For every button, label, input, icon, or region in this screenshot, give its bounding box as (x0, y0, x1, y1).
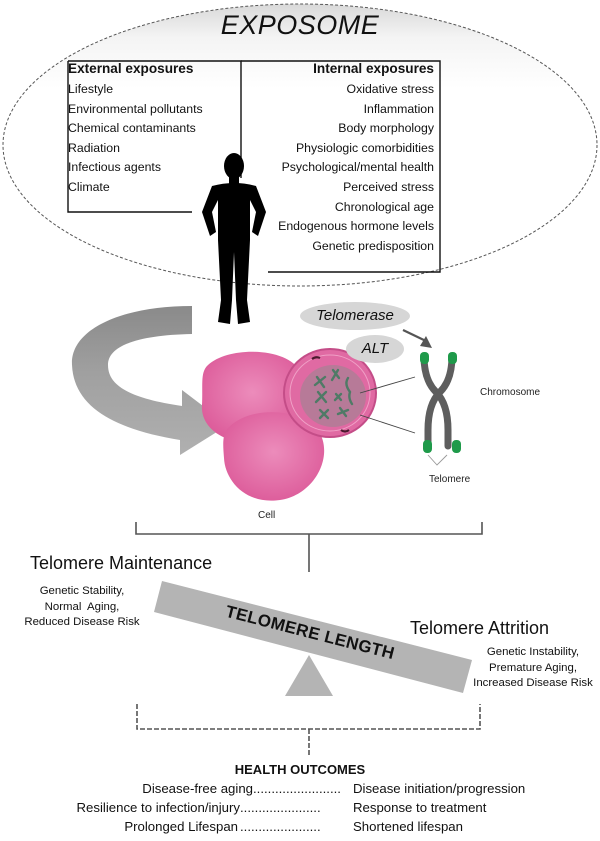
attrition-effect: Increased Disease Risk (473, 677, 593, 690)
telomere-cap (423, 440, 432, 453)
outcome-positive: Prolonged Lifespan (124, 819, 238, 834)
outcome-negative: Shortened lifespan (353, 819, 463, 834)
outcome-negative: Disease initiation/progression (353, 781, 526, 796)
exposome-title: EXPOSOME (220, 10, 380, 40)
telomere-cap (452, 440, 461, 453)
top-bracket (135, 522, 483, 572)
seesaw (154, 581, 472, 696)
exposome-ellipse (2, 3, 598, 287)
internal-exposures-heading: Internal exposures (313, 61, 434, 76)
internal-item: Body morphology (338, 121, 434, 136)
chromosome-illustration (420, 352, 461, 466)
curved-arrow (71, 306, 228, 455)
internal-exposures-list: Internal exposures Oxidative stress Infl… (252, 60, 434, 256)
internal-item: Physiologic comorbidities (295, 140, 434, 155)
telomerase-arrow (402, 329, 432, 348)
outcome-leader-dots: ...................... (240, 819, 321, 834)
telomere-cap (420, 352, 429, 364)
telomere-label: Telomere (429, 474, 471, 485)
health-outcomes-title: HEALTH OUTCOMES (234, 762, 366, 777)
maintenance-effect: Normal Aging, (44, 600, 120, 613)
seesaw-beam (154, 581, 472, 693)
internal-item: Genetic predisposition (312, 238, 434, 253)
internal-item: Endogenous hormone levels (278, 219, 434, 234)
alt-pill: ALT (346, 335, 404, 363)
outcome-leader-dots: ........................ (253, 781, 341, 796)
attrition-effect: Genetic Instability, (486, 646, 580, 658)
telomere-maintenance-title: Telomere Maintenance (30, 553, 213, 573)
external-item: Infectious agents (68, 160, 161, 175)
chromosome-label: Chromosome (480, 387, 541, 398)
person-silhouette (202, 153, 266, 324)
outcome-leader-dots: ...................... (240, 800, 321, 815)
maintenance-effect: Reduced Disease Risk (24, 616, 140, 629)
outcome-positive: Disease-free aging (142, 781, 253, 796)
internal-item: Psychological/mental health (281, 160, 434, 175)
external-item: Chemical contaminants (68, 121, 196, 136)
outcome-positive: Resilience to infection/injury (76, 800, 240, 815)
external-item: Climate (68, 179, 110, 194)
internal-item: Perceived stress (343, 179, 434, 194)
outcome-negative: Response to treatment (353, 800, 487, 815)
internal-item: Inflammation (363, 101, 434, 116)
external-item: Environmental pollutants (68, 101, 203, 116)
external-item: Lifestyle (68, 82, 114, 96)
external-exposures-list: External exposures Lifestyle Environment… (68, 60, 236, 198)
telomerase-pill: Telomerase (300, 302, 410, 330)
attrition-effect: Premature Aging, (488, 661, 577, 674)
cell-label: Cell (258, 510, 276, 521)
bottom-bracket (136, 704, 481, 757)
cell-illustration (201, 348, 416, 501)
telomere-attrition-effects: Genetic Instability, Premature Aging, In… (466, 645, 600, 692)
internal-item: Chronological age (334, 199, 434, 214)
internal-item: Oxidative stress (346, 82, 434, 96)
telomere-cap (448, 352, 457, 364)
telomere-attrition-title: Telomere Attrition (410, 618, 550, 638)
external-item: Radiation (68, 140, 120, 155)
telomere-maintenance-effects: Genetic Stability, Normal Aging, Reduced… (22, 584, 142, 631)
maintenance-effect: Genetic Stability, (39, 585, 125, 597)
seesaw-fulcrum (285, 655, 333, 696)
internal-exposures-box (241, 60, 441, 273)
external-exposures-heading: External exposures (68, 61, 194, 76)
